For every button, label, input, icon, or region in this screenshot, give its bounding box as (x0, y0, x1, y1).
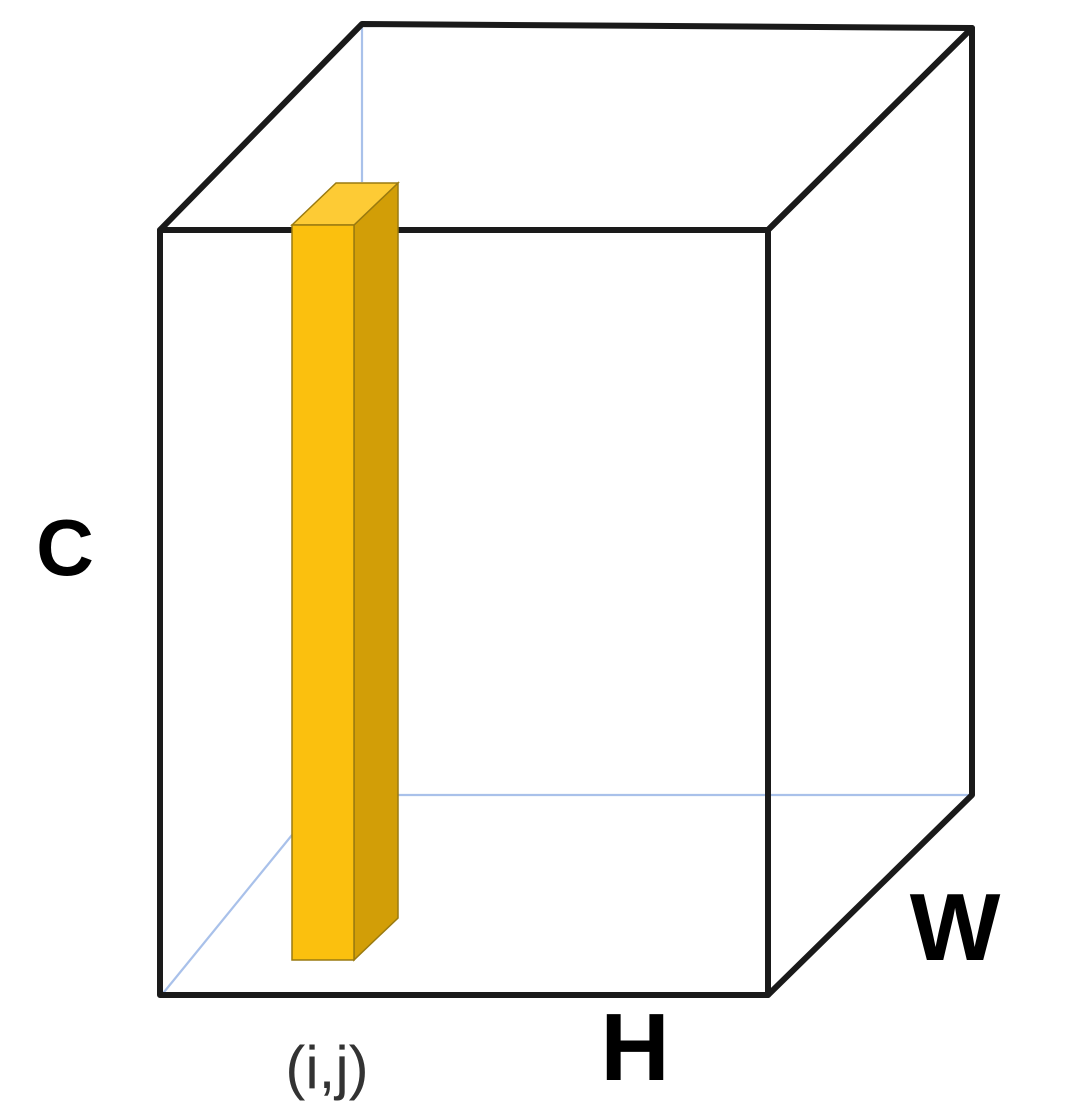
hidden-edge-back-diagonal (159, 834, 293, 998)
cube-edges (157, 21, 975, 998)
channel-column (290, 181, 400, 962)
channel-label: C (36, 503, 94, 592)
cube-front-face (157, 227, 771, 998)
cube-right-face (765, 25, 975, 998)
column-side-face (353, 181, 399, 962)
height-label: H (600, 994, 669, 1101)
hidden-edges (159, 24, 972, 998)
column-front-face (291, 224, 355, 961)
cube-top-face (157, 21, 975, 233)
width-label: W (910, 874, 1001, 981)
position-label: (i,j) (285, 1034, 368, 1101)
